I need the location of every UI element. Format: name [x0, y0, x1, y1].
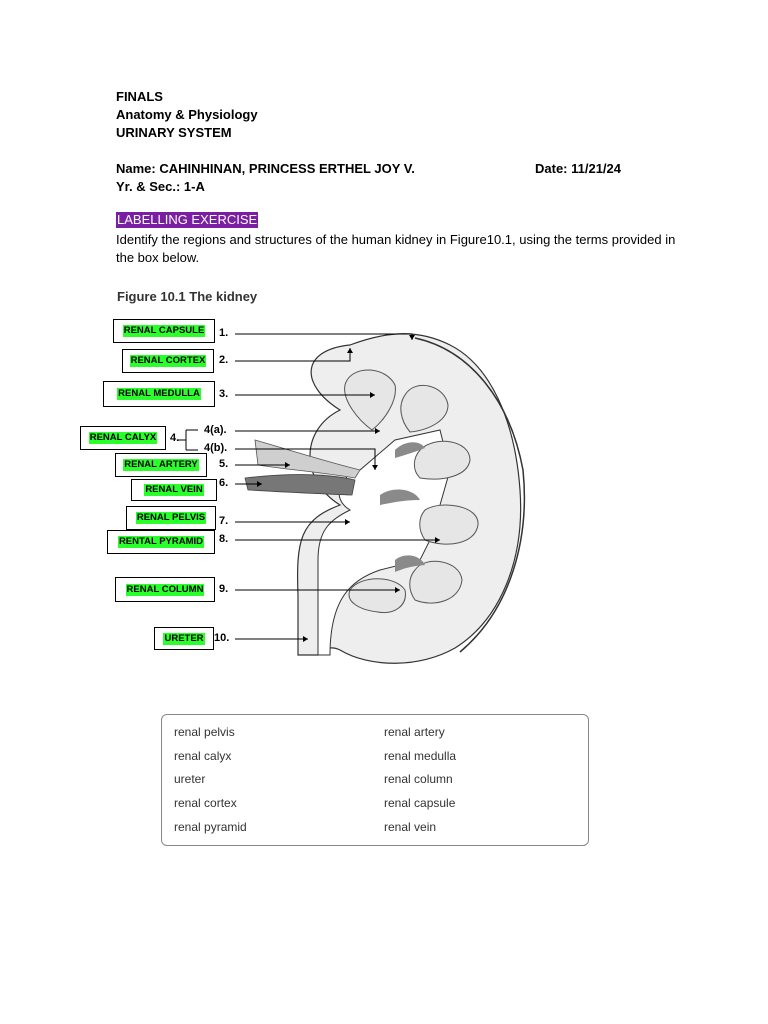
- term-right: renal vein: [384, 820, 437, 834]
- term-right: renal medulla: [384, 749, 457, 763]
- label-number: 4(b).: [204, 442, 228, 454]
- pyramid-6: [348, 578, 406, 614]
- kidney-diagram: [178, 333, 526, 664]
- capsule-line: [414, 337, 526, 653]
- calyx-2: [380, 489, 420, 505]
- arrowhead-9: [395, 587, 400, 593]
- label-number: 7.: [219, 515, 229, 527]
- term-left: renal pyramid: [174, 820, 247, 834]
- date: Date: 11/21/24: [535, 161, 622, 176]
- label-number: 4.: [170, 432, 180, 444]
- header-finals: FINALS: [116, 89, 163, 104]
- pyramid-2: [400, 385, 449, 433]
- instructions: Identify the regions and structures of t…: [116, 232, 676, 265]
- term-left: renal cortex: [174, 796, 237, 810]
- arrowhead-3: [370, 392, 375, 398]
- arrowhead-8: [435, 537, 440, 543]
- bracket-4: [178, 429, 198, 451]
- term-right: renal artery: [384, 725, 445, 739]
- answer-text: RENAL ARTERY: [123, 459, 199, 471]
- answer-text: RENAL COLUMN: [125, 583, 205, 596]
- label-number: 1.: [219, 327, 229, 339]
- label-number: 9.: [219, 583, 229, 595]
- arrowhead-1: [409, 335, 415, 340]
- answer-box-7[interactable]: RENAL PELVIS: [126, 506, 216, 530]
- answer-box-2[interactable]: RENAL CORTEX: [122, 349, 214, 373]
- answer-text: RENAL CAPSULE: [122, 325, 206, 337]
- arrowhead-10: [303, 636, 308, 642]
- arrowhead-4b: [372, 465, 378, 470]
- answer-box-5[interactable]: RENAL ARTERY: [115, 453, 207, 477]
- term-right: renal column: [384, 772, 453, 786]
- label-number: 6.: [219, 477, 229, 489]
- leader-4b: [235, 448, 376, 470]
- arrowhead-2: [347, 348, 353, 353]
- answer-text: RENAL CORTEX: [129, 355, 207, 367]
- answer-text: RENAL CALYX: [88, 432, 158, 444]
- term-left: renal pelvis: [174, 725, 235, 739]
- answer-box-8[interactable]: RENTAL PYRAMID: [107, 530, 215, 554]
- header-topic: URINARY SYSTEM: [116, 125, 232, 140]
- year-section: Yr. & Sec.: 1-A: [116, 179, 205, 194]
- figure-title: Figure 10.1 The kidney: [117, 289, 258, 304]
- vein-shape: [244, 474, 356, 496]
- term-left: renal calyx: [174, 749, 232, 763]
- calyx-1: [395, 442, 425, 458]
- label-number: 10.: [214, 632, 230, 644]
- answer-box-9[interactable]: RENAL COLUMN: [115, 577, 215, 602]
- label-number: 2.: [219, 354, 229, 366]
- arrowhead-5: [285, 462, 290, 468]
- term-left: ureter: [174, 772, 206, 786]
- exercise-title: LABELLING EXERCISE: [116, 212, 259, 228]
- answer-box-4[interactable]: RENAL CALYX: [80, 426, 166, 450]
- label-number: 5.: [219, 458, 229, 470]
- pyramid-3: [413, 440, 471, 480]
- answer-box-6[interactable]: RENAL VEIN: [131, 479, 217, 501]
- label-number: 4(a).: [204, 424, 227, 436]
- term-right: renal capsule: [384, 796, 456, 810]
- student-name: Name: CAHINHINAN, PRINCESS ERTHEL JOY V.: [116, 161, 415, 176]
- answer-text: RENTAL PYRAMID: [117, 536, 205, 548]
- pyramid-1: [344, 369, 396, 431]
- answer-box-10[interactable]: URETER: [154, 627, 214, 650]
- label-number: 8.: [219, 533, 229, 545]
- answer-box-1[interactable]: RENAL CAPSULE: [113, 319, 215, 343]
- label-number: 3.: [219, 388, 229, 400]
- terms-box: renal pelvis renal calyx ureter renal co…: [161, 714, 589, 846]
- calyx-3: [395, 555, 425, 572]
- arrowhead-4a: [375, 428, 380, 434]
- answer-text: RENAL VEIN: [144, 484, 204, 496]
- pyramid-4: [419, 504, 479, 545]
- arrowhead-6: [257, 481, 262, 487]
- answer-text: RENAL PELVIS: [135, 512, 207, 524]
- answer-text: RENAL MEDULLA: [117, 388, 201, 400]
- answer-text: URETER: [163, 632, 205, 645]
- header-course: Anatomy & Physiology: [116, 107, 258, 122]
- answer-box-3[interactable]: RENAL MEDULLA: [103, 381, 215, 407]
- arrowhead-7: [345, 519, 350, 525]
- pyramid-5: [409, 560, 463, 604]
